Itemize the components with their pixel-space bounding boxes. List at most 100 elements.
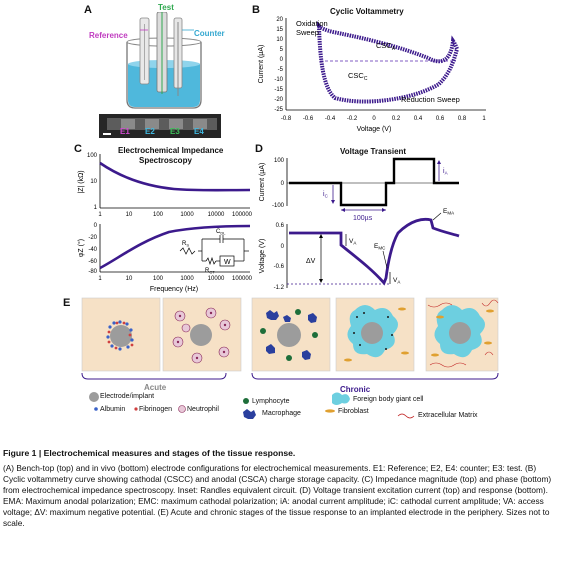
cv-xtick: 0 [372,116,376,122]
oxidation-label: Oxidation [296,19,328,28]
acute-label: Acute [144,383,167,392]
cv-yticks: 20 15 10 5 0 -5 -10 -15 -20 -25 [274,17,283,113]
time-label: 100µs [353,215,373,222]
eis-title-line2: Spectroscopy [139,156,192,165]
eis-xtick: 1 [98,276,102,282]
legend-ecm: Extracellular Matrix [418,412,478,419]
cv-ylabel: Current (µA) [258,45,265,84]
panel-a-letter: A [84,4,92,16]
oxidation-word: Oxidation [296,19,328,28]
cv-xtick: 0.4 [414,116,423,122]
eis-ytick-bot: -20 [88,235,97,241]
ia-label: iA [443,168,448,176]
cv-xlabel: Voltage (V) [357,126,392,133]
eis-ytick-top: 10 [90,179,97,185]
test-label: Test [158,3,174,12]
panel-d-letter: D [255,143,263,155]
figure-caption-body: (A) Bench-top (top) and in vivo (bottom)… [3,463,552,528]
rct-label: RCT [205,268,215,275]
rs-label: RS [182,241,189,248]
electrode-array-image [99,114,221,138]
e4-label: E4 [194,127,204,136]
warburg-label: W [224,259,231,266]
benchtop-cell-diagram [126,12,202,109]
eis-xtick: 10 [126,212,133,218]
va-label-1: VA [349,238,356,246]
voltage-waveform [289,217,460,286]
emc-label: EMC [374,243,386,251]
legend-electrode: Electrode/implant [100,393,155,400]
reduction-label: Reduction Sweep [401,95,460,104]
invivo-photo: E1 E2 E3 E4 [99,114,221,138]
eis-chart: 100 10 1 1 10 100 1000 10000 100000 |Z| … [77,153,253,293]
eis-ylabel-top: |Z| (kΩ) [78,170,85,193]
legend-fbgc: Foreign body giant cell [353,396,424,403]
cv-ytick: -5 [278,67,284,73]
cv-xtick: 0.2 [392,116,401,122]
cv-xtick: -0.2 [347,116,358,122]
cv-xtick: 1 [482,116,486,122]
eis-xtick: 100000 [232,212,253,218]
vt-ylabel-bot: Voltage (V) [259,239,266,274]
vt-chart: 100 0 -100 Current (µA) iC iA 100µs 0.6 … [259,157,460,291]
eis-ytick-bot: -80 [88,269,97,275]
chronic-label: Chronic [340,385,371,394]
vt-title: Voltage Transient [340,147,407,156]
vt-ylabel-top: Current (µA) [259,163,266,202]
cv-ytick: -20 [274,97,283,103]
eis-xlabel: Frequency (Hz) [150,286,198,293]
cv-ytick: 10 [276,37,283,43]
eis-ytick-top: 1 [94,205,98,211]
eis-xtick: 1000 [180,212,194,218]
sweep-word: Sweep [296,28,319,37]
cv-ytick: 20 [276,17,283,23]
ecm-legend-icon [397,413,415,419]
cv-ytick: -25 [274,107,283,113]
phase-curve [99,224,251,270]
eis-ytick-bot: -40 [88,247,97,253]
eis-title-line1: Electrochemical Impedance [118,146,224,155]
panel-e-letter: E [63,297,71,309]
cv-ytick: 15 [276,27,283,33]
fibrinogen-legend-icon [134,407,138,411]
cv-xtick: 0.6 [436,116,445,122]
ema-label: EMA [443,208,454,216]
eis-ytick-bot: 0 [94,223,98,229]
cv-xtick: -0.4 [325,116,336,122]
randles-circuit-inset [179,235,249,267]
panel-c-letter: C [74,143,82,155]
cv-ytick: -15 [274,87,283,93]
eis-xtick: 10 [126,276,133,282]
va-label-2: VA [393,277,400,285]
chronic-stage-2 [335,297,415,372]
sweep-label: Sweep [296,28,319,37]
current-waveform [289,157,459,207]
reference-label: Reference [89,31,128,40]
eis-xtick: 1000 [180,276,194,282]
cv-ytick: -10 [274,77,283,83]
eis-xtick: 10000 [208,276,225,282]
chronic-stage-3 [425,297,499,372]
vt-ytick-top: 100 [274,158,285,164]
impedance-curve [99,161,251,192]
counter-label: Counter [194,29,225,38]
lymphocyte-legend-icon [243,398,249,404]
macrophage-legend-icon [243,409,256,419]
eis-xtick: 1 [98,212,102,218]
cv-ytick: 0 [280,57,284,63]
cv-chart: 20 15 10 5 0 -5 -10 -15 -20 -25 -0.8 -0.… [258,17,486,133]
acute-stage-2 [162,297,242,372]
csca-label: CSCA [376,41,396,52]
legend-lymphocyte: Lymphocyte [252,398,290,405]
albumin-legend-icon [94,407,98,411]
e2-label: E2 [145,127,155,136]
eis-xtick: 10000 [208,212,225,218]
eis-xtick: 100 [153,212,164,218]
cv-xtick: -0.6 [303,116,314,122]
vt-ytick-bot: -0.6 [274,264,285,270]
fbgc-legend-icon [332,392,350,405]
cv-loop [316,21,460,104]
cdl-label: CDL [216,229,226,236]
vt-ytick-top: 0 [281,181,285,187]
neutrophil-legend-icon [178,405,186,413]
